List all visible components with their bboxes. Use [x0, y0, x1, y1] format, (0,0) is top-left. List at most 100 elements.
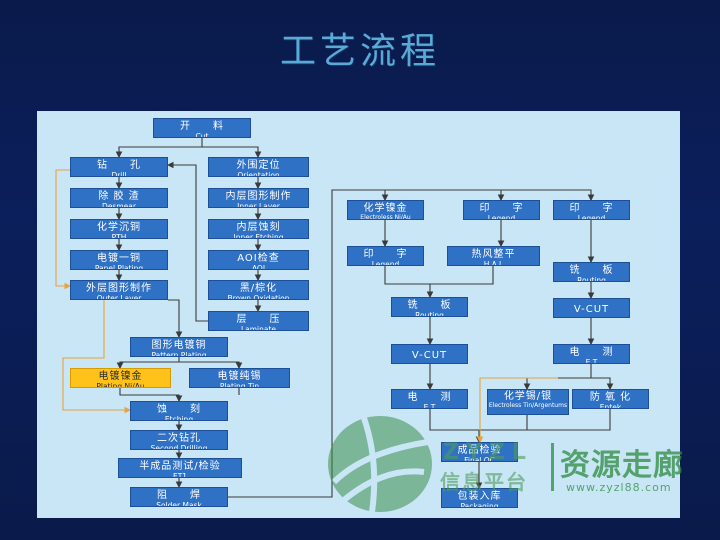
- step-routing-2-english: Routing: [577, 276, 606, 282]
- step-pattern-plating-english: Pattern Plating: [151, 351, 207, 357]
- step-packaging-english: Packaging: [460, 502, 499, 508]
- step-vcut-2-label: V-CUT: [573, 304, 610, 315]
- step-inner-etching-label: 内层蚀刻: [236, 222, 281, 233]
- watermark-cn-left: 信息平台: [440, 470, 528, 494]
- step-routing-1-label: 铣 板: [407, 300, 452, 311]
- step-routing-2-label: 铣 板: [569, 265, 614, 276]
- step-vcut-1-label: V-CUT: [411, 350, 448, 361]
- step-final-qc-label: 成品检验: [457, 445, 502, 456]
- watermark-logo-icon: [328, 416, 432, 513]
- step-hal-label: 热风整平: [471, 249, 516, 260]
- step-cut-english: Cut: [195, 132, 209, 138]
- step-routing-1-english: Routing: [415, 311, 444, 317]
- step-vcut-2: V-CUT: [553, 298, 630, 318]
- step-pth-english: PTH: [111, 233, 127, 239]
- slide-title: 工艺流程: [279, 31, 440, 72]
- step-inner-etching-english: Inner Etching: [233, 233, 284, 239]
- step-inner-layer-english: Inner Layer: [237, 202, 280, 208]
- step-orientation-english: Orientation: [237, 171, 280, 177]
- step-etching-label: 蚀 刻: [157, 404, 201, 415]
- step-pth-label: 化学沉铜: [97, 222, 141, 233]
- step-et-2-english: E T: [585, 358, 598, 364]
- step-drill-label: 钻 孔: [97, 160, 141, 171]
- step-et1-label: 半成品测试/检验: [139, 461, 221, 472]
- step-inner-layer-label: 内层图形制作: [225, 191, 292, 202]
- step-brown-oxidation-english: Brown Oxidation: [227, 294, 290, 300]
- step-electroless-tin-label: 化学锡/银: [503, 391, 553, 402]
- step-et-2-label: 电 测: [569, 347, 614, 358]
- watermark-url: www.zyzl88.com: [566, 481, 672, 494]
- step-orientation-label: 外围定位: [236, 160, 281, 171]
- step-entek-label: 防 氧 化: [589, 392, 632, 403]
- step-final-qc-english: Final QC: [464, 456, 495, 462]
- step-outer-layer-english: Outer Layer: [96, 294, 142, 300]
- step-panel-plating-label: 电镀一铜: [97, 253, 141, 264]
- step-solder-mask-label: 阻 焊: [157, 490, 201, 501]
- step-etching-english: Etching: [164, 415, 194, 421]
- step-legend-1-label: 印 字: [479, 203, 524, 214]
- step-plating-tin-english: Plating Tin: [219, 382, 260, 388]
- watermark-divider: [551, 443, 554, 491]
- step-desmear-label: 除 胶 渣: [98, 191, 140, 202]
- step-packaging-label: 包装入库: [457, 491, 502, 502]
- step-hal-english: H.A.L: [483, 260, 504, 266]
- step-second-drilling-english: Second Drilling: [150, 444, 208, 450]
- step-drill-english: Drill: [111, 171, 127, 177]
- step-aoi-english: AOI: [251, 264, 266, 270]
- step-legend-1-english: Legend: [487, 214, 516, 220]
- step-electroless-niau-english: Electroless Ni/Au: [360, 214, 411, 220]
- step-plating-niau-english: Plating Ni/Au: [96, 382, 145, 388]
- step-legend-3-english: Legend: [577, 214, 606, 220]
- step-et-1-label: 电 测: [407, 392, 452, 403]
- step-plating-tin-label: 电镀纯锡: [217, 371, 262, 382]
- step-electroless-tin-english: Electroless Tin/Argentums: [488, 402, 568, 409]
- step-outer-layer-label: 外层图形制作: [86, 283, 152, 294]
- step-second-drilling-label: 二次钻孔: [157, 433, 201, 444]
- step-aoi-label: AOI检查: [237, 253, 280, 264]
- step-solder-mask-english: Solder Mask: [156, 501, 202, 507]
- step-laminate-english: Laminate: [240, 325, 277, 331]
- step-pattern-plating-label: 图形电镀铜: [151, 340, 207, 351]
- step-legend-2-label: 印 字: [363, 249, 408, 260]
- step-legend-2-english: Legend: [371, 260, 400, 266]
- step-laminate-label: 层 压: [236, 314, 281, 325]
- step-et1-english: ET1: [172, 472, 188, 478]
- step-cut-label: 开 料: [180, 121, 224, 132]
- step-plating-niau-label: 电镀镍金: [98, 371, 143, 382]
- step-electroless-niau-label: 化学镍金: [363, 203, 408, 214]
- watermark-latin-text: ZYZL: [443, 440, 533, 465]
- watermark-cn-right: 资源走廊: [560, 448, 684, 483]
- step-desmear-english: Desmear: [102, 202, 136, 208]
